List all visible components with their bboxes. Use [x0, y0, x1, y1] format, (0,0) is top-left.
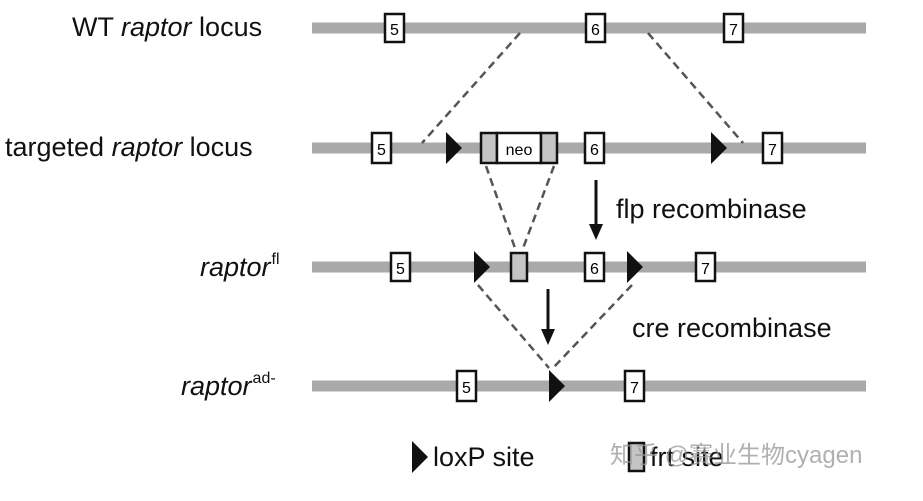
ad-label-gene: raptor — [181, 371, 252, 401]
neo-cassette: neo — [479, 131, 559, 165]
exon-5-ad: 5 — [455, 369, 478, 403]
wt-to-targeted-left-dash — [421, 32, 521, 144]
exon-5-wt-label: 5 — [390, 22, 399, 39]
exon-6-targeted-label: 6 — [590, 142, 599, 159]
watermark: 知乎 @赛业生物cyagen — [610, 442, 863, 469]
exon-7-targeted: 7 — [761, 131, 784, 165]
exon-6-fl-label: 6 — [590, 261, 599, 278]
legend-loxp-label: loxP site — [433, 442, 535, 472]
fl-label-gene: raptor — [200, 252, 271, 282]
exon-5-ad-label: 5 — [462, 380, 471, 397]
exon-7-fl-label: 7 — [701, 261, 710, 278]
exon-7-ad: 7 — [623, 369, 646, 403]
loxp-site-fl-1 — [474, 251, 490, 283]
exon-5-targeted: 5 — [370, 131, 393, 165]
fl-label-superscript: fl — [271, 251, 280, 268]
loxp-site-targeted-2 — [711, 132, 727, 164]
cre-excision-left-dash — [477, 284, 550, 369]
exon-5-fl: 5 — [389, 251, 412, 283]
exon-7-wt-label: 7 — [729, 22, 738, 39]
cre-arrow — [541, 289, 555, 345]
exon-6-fl: 6 — [583, 251, 606, 283]
raptor-ad-label: raptorad- — [181, 370, 276, 401]
targeted-locus-label: targeted raptor locus — [5, 134, 253, 161]
wt-label-suffix: locus — [191, 12, 263, 42]
neo-excision-right-dash — [520, 165, 556, 252]
frt-site-targeted-left — [479, 131, 499, 165]
neo-excision-left-dash — [484, 165, 518, 252]
cre-recombinase-label: cre recombinase — [632, 313, 832, 343]
exon-6-wt-label: 6 — [591, 22, 600, 39]
wt-locus-label: WT raptor locus — [72, 14, 262, 41]
wt-label-prefix: WT — [72, 12, 121, 42]
frt-site-targeted-right — [539, 131, 559, 165]
raptor-fl-label: raptorfl — [200, 251, 280, 282]
recombination-dash-lines — [421, 32, 744, 369]
neo-box — [495, 131, 543, 165]
flp-arrow — [589, 180, 603, 240]
wt-to-targeted-right-dash — [647, 32, 744, 144]
exon-7-fl: 7 — [694, 251, 717, 283]
exon-6-targeted: 6 — [583, 131, 606, 165]
exon-7-wt: 7 — [722, 12, 745, 44]
loxp-site-ad — [549, 370, 565, 402]
wt-label-gene: raptor — [121, 12, 192, 42]
ad-label-superscript: ad- — [252, 370, 276, 387]
exon-5-targeted-label: 5 — [377, 142, 386, 159]
targeted-label-prefix: targeted — [5, 132, 112, 162]
targeted-label-suffix: locus — [182, 132, 253, 162]
loxp-site-fl-2 — [627, 251, 643, 283]
exon-6-wt: 6 — [584, 12, 607, 44]
loxp-site-targeted-1 — [446, 132, 462, 164]
legend-loxp-icon — [412, 441, 428, 473]
exon-7-ad-label: 7 — [630, 380, 639, 397]
exon-5-wt: 5 — [383, 12, 406, 44]
cre-excision-right-dash — [552, 284, 633, 369]
frt-site-fl — [509, 251, 529, 283]
exon-5-fl-label: 5 — [396, 261, 405, 278]
legend-frt-icon — [627, 441, 646, 473]
legend-frt-label: frt site — [650, 442, 724, 472]
flp-recombinase-label: flp recombinase — [616, 194, 807, 224]
neo-label: neo — [506, 142, 533, 159]
targeted-label-gene: raptor — [111, 132, 183, 162]
exon-7-targeted-label: 7 — [768, 142, 777, 159]
